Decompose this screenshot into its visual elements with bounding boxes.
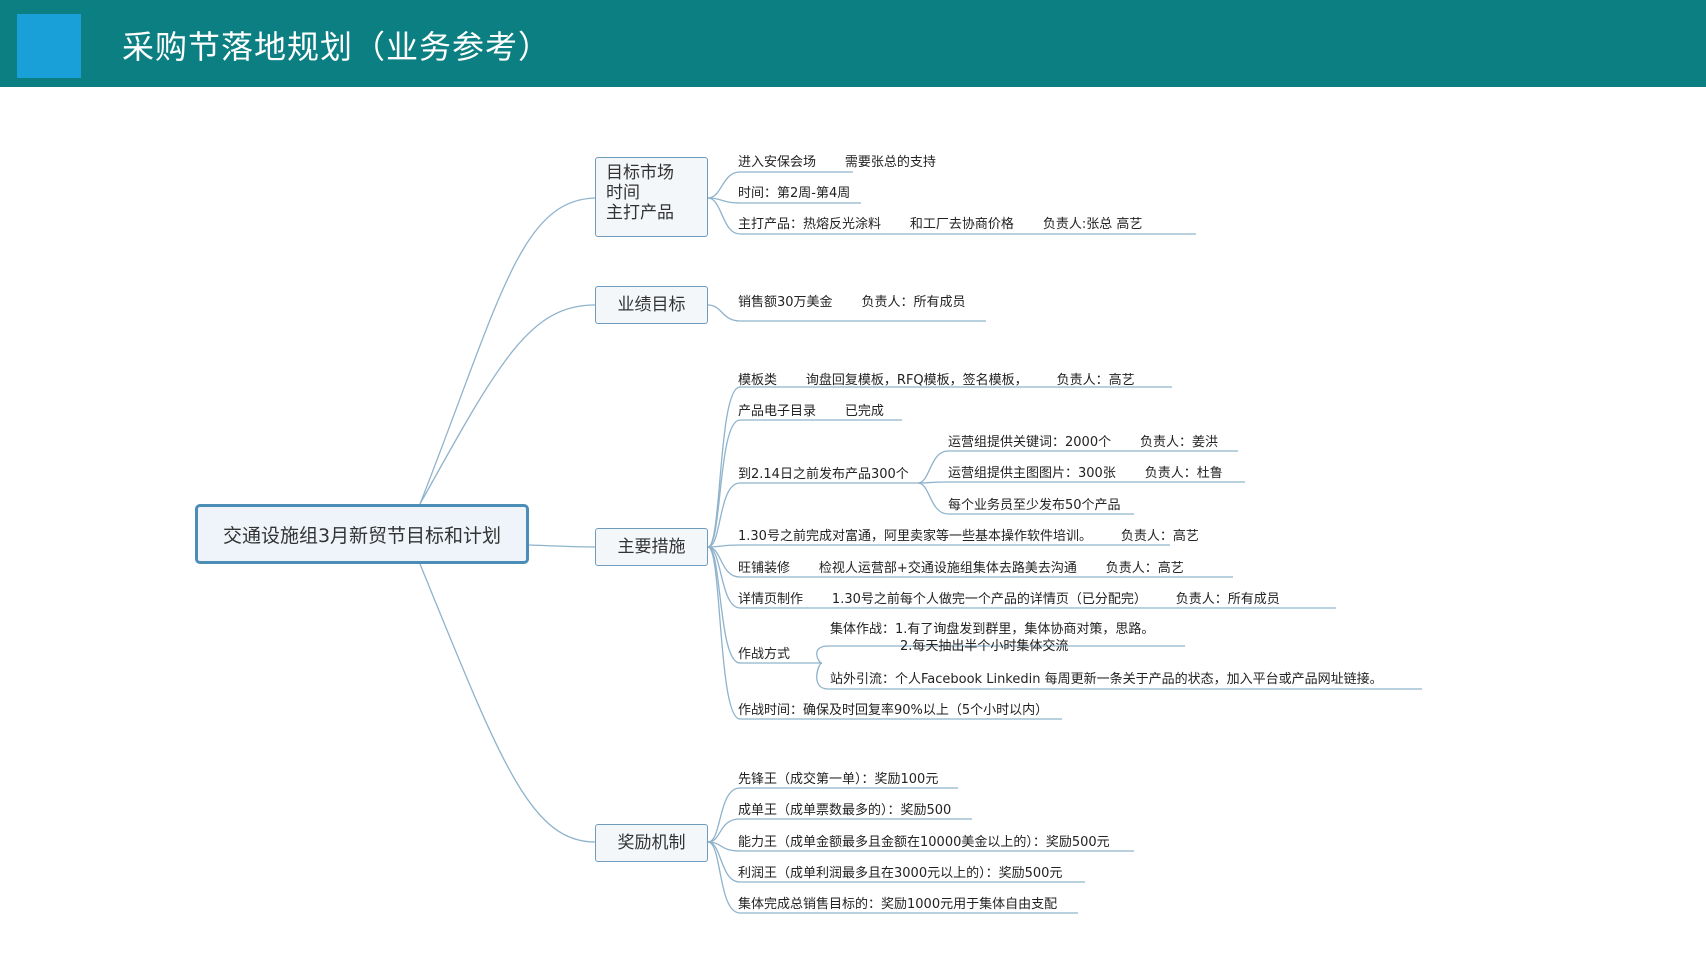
leaf-reward-team-goal: 集体完成总销售目标的：奖励1000元用于集体自由支配 — [738, 897, 1058, 912]
leaf-measures-combat-method: 作战方式 — [738, 647, 791, 662]
leaf-combat-team-line-2: 2.每天抽出半个小时集体交流 — [900, 639, 1069, 654]
leaf-reward-ability: 能力王（成单金额最多且金额在10000美金以上的）：奖励500元 — [738, 835, 1110, 850]
leaf-measures-shop-decoration: 旺铺装修 检视人运营部+交通设施组集体去路美去沟通 负责人：高艺 — [738, 561, 1184, 576]
branch-target-market-line-1: 目标市场 — [606, 163, 674, 183]
leaf-measures-training: 1.30号之前完成对富通，阿里卖家等一些基本操作软件培训。 负责人：高艺 — [738, 529, 1199, 544]
page-title: 采购节落地规划（业务参考） — [122, 28, 552, 66]
leaf-market-product: 主打产品：热熔反光涂料 和工厂去协商价格 负责人:张总 高艺 — [738, 217, 1143, 232]
leaf-measures-combat-time: 作战时间：确保及时回复率90%以上（5个小时以内） — [738, 703, 1049, 718]
branch-target-market-line-3: 主打产品 — [606, 203, 674, 223]
leaf-combat-team-line-1: 集体作战：1.有了询盘发到群里，集体协商对策，思路。 — [830, 622, 1155, 637]
leaf-publish-keywords: 运营组提供关键词：2000个 负责人：姜洪 — [948, 435, 1219, 450]
leaf-combat-offsite: 站外引流：个人Facebook Linkedin 每周更新一条关于产品的状态，加… — [830, 672, 1383, 687]
leaf-publish-quota: 每个业务员至少发布50个产品 — [948, 498, 1121, 513]
header-bar: 采购节落地规划（业务参考） — [0, 0, 1706, 87]
leaf-measures-publish: 到2.14日之前发布产品300个 — [738, 467, 909, 482]
leaf-publish-images: 运营组提供主图图片：300张 负责人：杜鲁 — [948, 466, 1223, 481]
leaf-market-time: 时间：第2周-第4周 — [738, 186, 851, 201]
header-accent-square — [17, 14, 81, 78]
leaf-reward-profit: 利润王（成单利润最多且在3000元以上的）：奖励500元 — [738, 866, 1063, 881]
leaf-measures-templates: 模板类 询盘回复模板，RFQ模板，签名模板， 负责人：高艺 — [738, 373, 1135, 388]
leaf-market-venue: 进入安保会场 需要张总的支持 — [738, 155, 936, 170]
leaf-measures-catalog: 产品电子目录 已完成 — [738, 404, 884, 419]
mindmap-root-node: 交通设施组3月新贸节目标和计划 — [195, 504, 529, 564]
branch-target-market-line-2: 时间 — [606, 183, 640, 203]
leaf-performance-sales: 销售额30万美金 负责人：所有成员 — [738, 295, 966, 310]
leaf-measures-detail-pages: 详情页制作 1.30号之前每个人做完一个产品的详情页（已分配完） 负责人：所有成… — [738, 592, 1280, 607]
branch-target-market: 目标市场 时间 主打产品 — [595, 157, 708, 237]
leaf-reward-deals: 成单王（成单票数最多的）：奖励500 — [738, 803, 952, 818]
branch-main-measures: 主要措施 — [595, 528, 708, 566]
branch-rewards: 奖励机制 — [595, 824, 708, 862]
branch-performance-target: 业绩目标 — [595, 286, 708, 324]
leaf-reward-pioneer: 先锋王（成交第一单）：奖励100元 — [738, 772, 939, 787]
